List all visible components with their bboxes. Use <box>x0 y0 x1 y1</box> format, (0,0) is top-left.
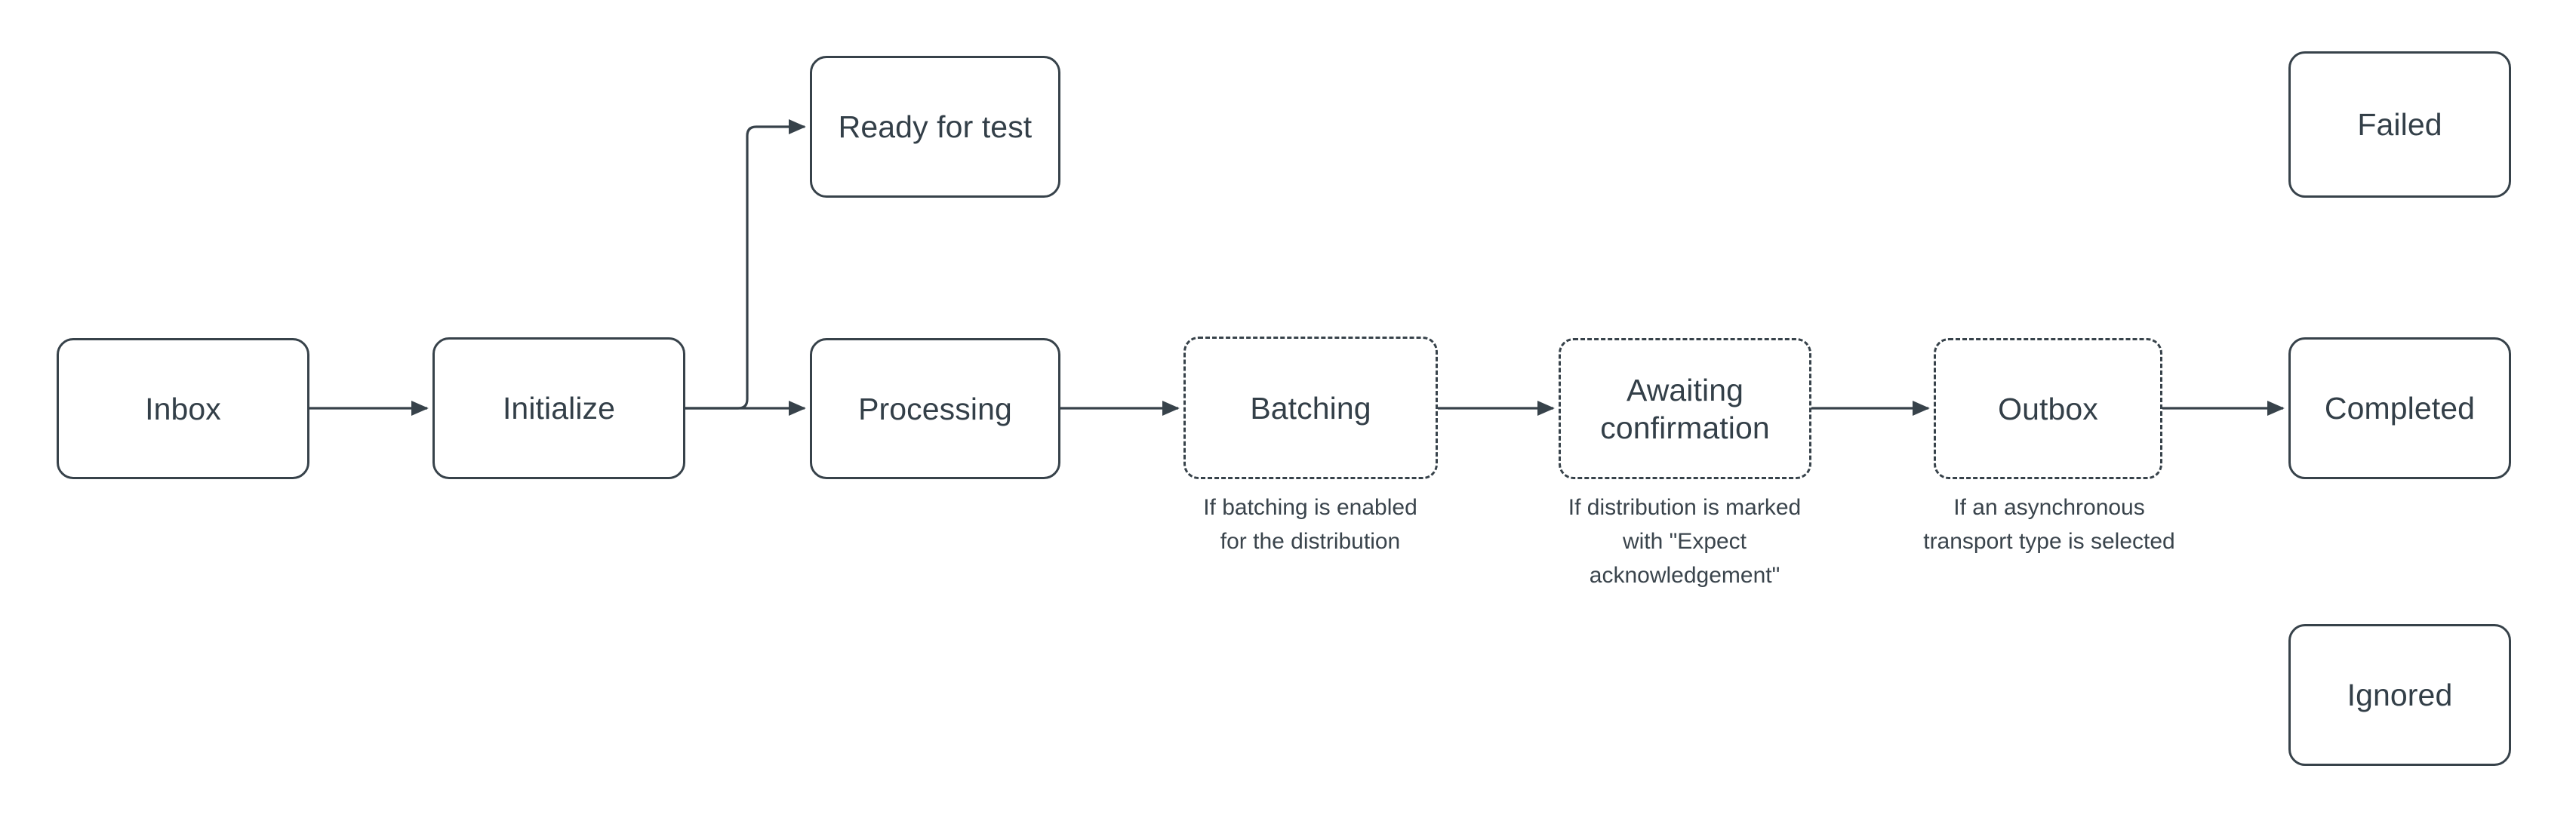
node-ignored-label: Ignored <box>2347 678 2453 712</box>
node-failed-label: Failed <box>2357 107 2442 142</box>
caption-batching: If batching is enabled for the distribut… <box>1203 495 1417 554</box>
node-initialize-label: Initialize <box>502 391 616 426</box>
node-inbox[interactable]: Inbox <box>57 338 309 479</box>
node-outbox[interactable]: Outbox <box>1934 338 2162 479</box>
edge-initialize-to-ready-for-test <box>685 118 806 410</box>
node-ignored[interactable]: Ignored <box>2288 624 2511 766</box>
node-awaiting-confirmation[interactable]: Awaiting confirmation <box>1559 338 1811 479</box>
node-completed-label: Completed <box>2324 391 2476 426</box>
node-batching-label: Batching <box>1250 390 1371 426</box>
caption-awaiting-confirmation: If distribution is marked with "Expect a… <box>1568 495 1802 588</box>
caption-outbox: If an asynchronous transport type is sel… <box>1923 495 2175 554</box>
node-inbox-label: Inbox <box>145 391 221 426</box>
node-processing[interactable]: Processing <box>810 338 1060 479</box>
node-ready-for-test[interactable]: Ready for test <box>810 56 1060 198</box>
node-awaiting-confirmation-label: Awaiting confirmation <box>1600 372 1770 445</box>
node-failed[interactable]: Failed <box>2288 51 2511 198</box>
node-ready-for-test-label: Ready for test <box>838 109 1033 144</box>
node-batching[interactable]: Batching <box>1183 337 1438 479</box>
node-processing-label: Processing <box>858 391 1012 426</box>
node-initialize[interactable]: Initialize <box>432 337 685 479</box>
node-completed[interactable]: Completed <box>2288 337 2511 479</box>
node-outbox-label: Outbox <box>1998 391 2098 426</box>
